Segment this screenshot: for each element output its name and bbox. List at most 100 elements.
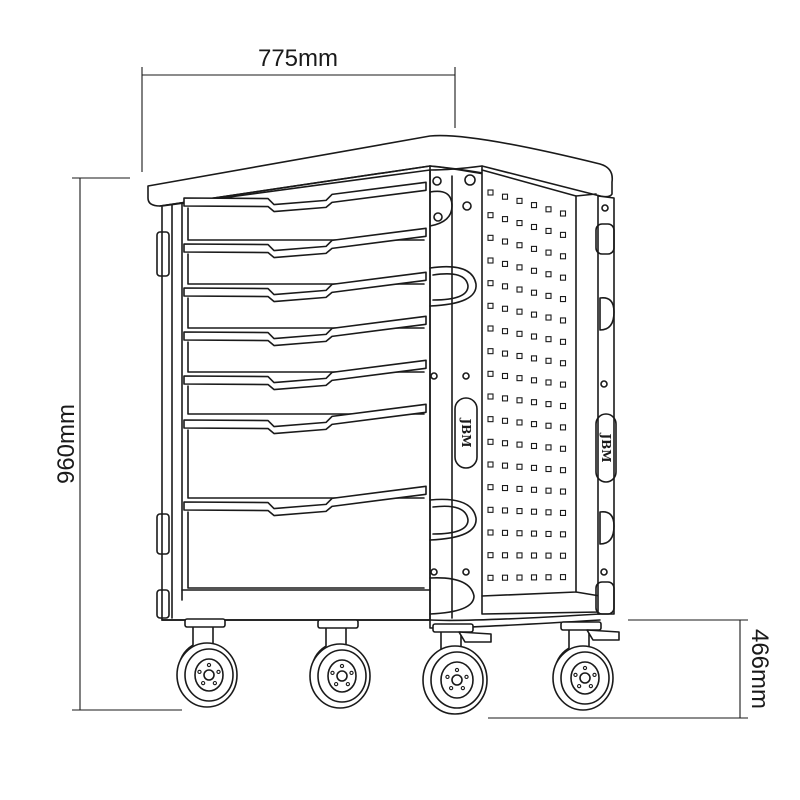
pegboard-hole	[545, 379, 552, 386]
pegboard-hole	[530, 355, 538, 362]
drawer-stack	[183, 181, 427, 589]
pegboard-hole	[516, 574, 523, 581]
pegboard-hole	[530, 464, 538, 471]
pegboard-hole	[530, 311, 538, 318]
pegboard-hole	[530, 442, 538, 450]
pegboard-hole	[545, 314, 552, 321]
pegboard-hole	[545, 509, 552, 516]
pegboard-hole	[487, 257, 494, 264]
pegboard-hole	[516, 397, 523, 404]
pegboard-hole	[545, 292, 552, 299]
pegboard-hole	[487, 461, 494, 468]
pegboard-hole	[545, 227, 552, 234]
pegboard-hole	[516, 485, 523, 492]
pegboard-hole	[487, 280, 494, 287]
pegboard-hole	[487, 506, 494, 513]
pegboard-hole	[516, 508, 523, 515]
pegboard-hole	[501, 350, 509, 357]
pegboard-hole	[530, 245, 538, 252]
pegboard-hole	[545, 422, 552, 429]
pegboard-hole	[559, 552, 567, 559]
width-label: 775mm	[258, 45, 338, 72]
pegboard-hole	[487, 234, 494, 241]
caster-wheel	[552, 621, 620, 711]
pegboard-hole	[545, 487, 552, 494]
pegboard-hole	[501, 328, 509, 335]
pegboard-hole	[501, 529, 509, 536]
pegboard-hole	[559, 467, 567, 474]
caster-wheel	[422, 623, 492, 715]
pegboard-hole	[487, 393, 494, 400]
pegboard-hole	[559, 402, 567, 410]
pegboard-hole	[501, 216, 509, 223]
pegboard-hole	[516, 552, 523, 559]
pegboard-hole	[487, 438, 494, 445]
pegboard-hole	[545, 465, 552, 473]
pegboard-hole	[559, 317, 567, 324]
dimension-wheel-height: 466mm	[488, 619, 773, 719]
pegboard-hole	[516, 375, 523, 382]
pegboard-hole	[545, 530, 552, 538]
pegboard-hole	[530, 399, 538, 406]
pegboard-hole	[516, 220, 523, 227]
pegboard-hole	[501, 462, 509, 469]
pegboard-hole	[501, 507, 509, 514]
pegboard-hole	[516, 242, 523, 249]
pegboard-hole	[501, 552, 509, 559]
caster-wheels	[176, 618, 620, 715]
pegboard-hole	[559, 360, 567, 367]
corner-hardware	[429, 174, 477, 615]
logo-text-corner: JBM	[459, 417, 473, 447]
pegboard-hole	[559, 574, 567, 581]
wheel-height-label: 466mm	[746, 629, 773, 709]
pegboard-hole	[487, 348, 494, 355]
pegboard-hole	[516, 441, 523, 448]
drawer[interactable]	[183, 485, 427, 589]
pegboard-hole	[530, 223, 538, 231]
pegboard-hole	[516, 286, 523, 293]
pegboard-hole	[530, 202, 538, 209]
pegboard-hole	[559, 296, 567, 303]
caster-wheel	[309, 619, 371, 709]
pegboard-hole	[559, 210, 567, 217]
pegboard-hole	[545, 357, 552, 364]
pegboard-hole	[487, 212, 494, 219]
pegboard-hole	[501, 574, 509, 581]
pegboard-hole	[530, 333, 538, 340]
pegboard-hole	[530, 574, 538, 581]
pegboard-hole	[501, 395, 509, 402]
pegboard-hole	[559, 338, 567, 345]
pegboard-hole	[487, 574, 494, 581]
pegboard-hole	[559, 488, 567, 495]
pegboard-hole	[530, 530, 538, 537]
pegboard-hole	[545, 249, 552, 256]
pegboard-hole	[501, 372, 509, 380]
pegboard-holes	[487, 189, 567, 581]
pegboard-hole	[545, 206, 552, 213]
dimension-width: 775mm	[141, 45, 456, 172]
pegboard-hole	[487, 302, 494, 309]
pegboard-hole	[516, 463, 523, 470]
pegboard-hole	[516, 352, 523, 360]
pegboard-hole	[530, 267, 538, 274]
pegboard-hole	[545, 574, 552, 581]
pegboard-hole	[501, 440, 509, 447]
pegboard-hole	[501, 484, 509, 492]
pegboard-hole	[545, 444, 552, 451]
pegboard-hole	[487, 189, 494, 196]
pegboard-hole	[559, 253, 567, 260]
logo-text-side: JBM	[599, 432, 613, 462]
pegboard-hole	[545, 552, 552, 559]
pegboard-hole	[501, 193, 509, 200]
pegboard-hole	[516, 330, 523, 337]
pegboard-hole	[501, 238, 509, 245]
pegboard-hole	[530, 508, 538, 515]
height-label: 960mm	[53, 404, 80, 484]
pegboard-hole	[545, 271, 552, 278]
pegboard-hole	[501, 283, 509, 290]
pegboard-hole	[487, 325, 494, 332]
pegboard-hole	[501, 417, 509, 424]
pegboard-hole	[501, 305, 509, 312]
pegboard-hole	[545, 336, 552, 343]
